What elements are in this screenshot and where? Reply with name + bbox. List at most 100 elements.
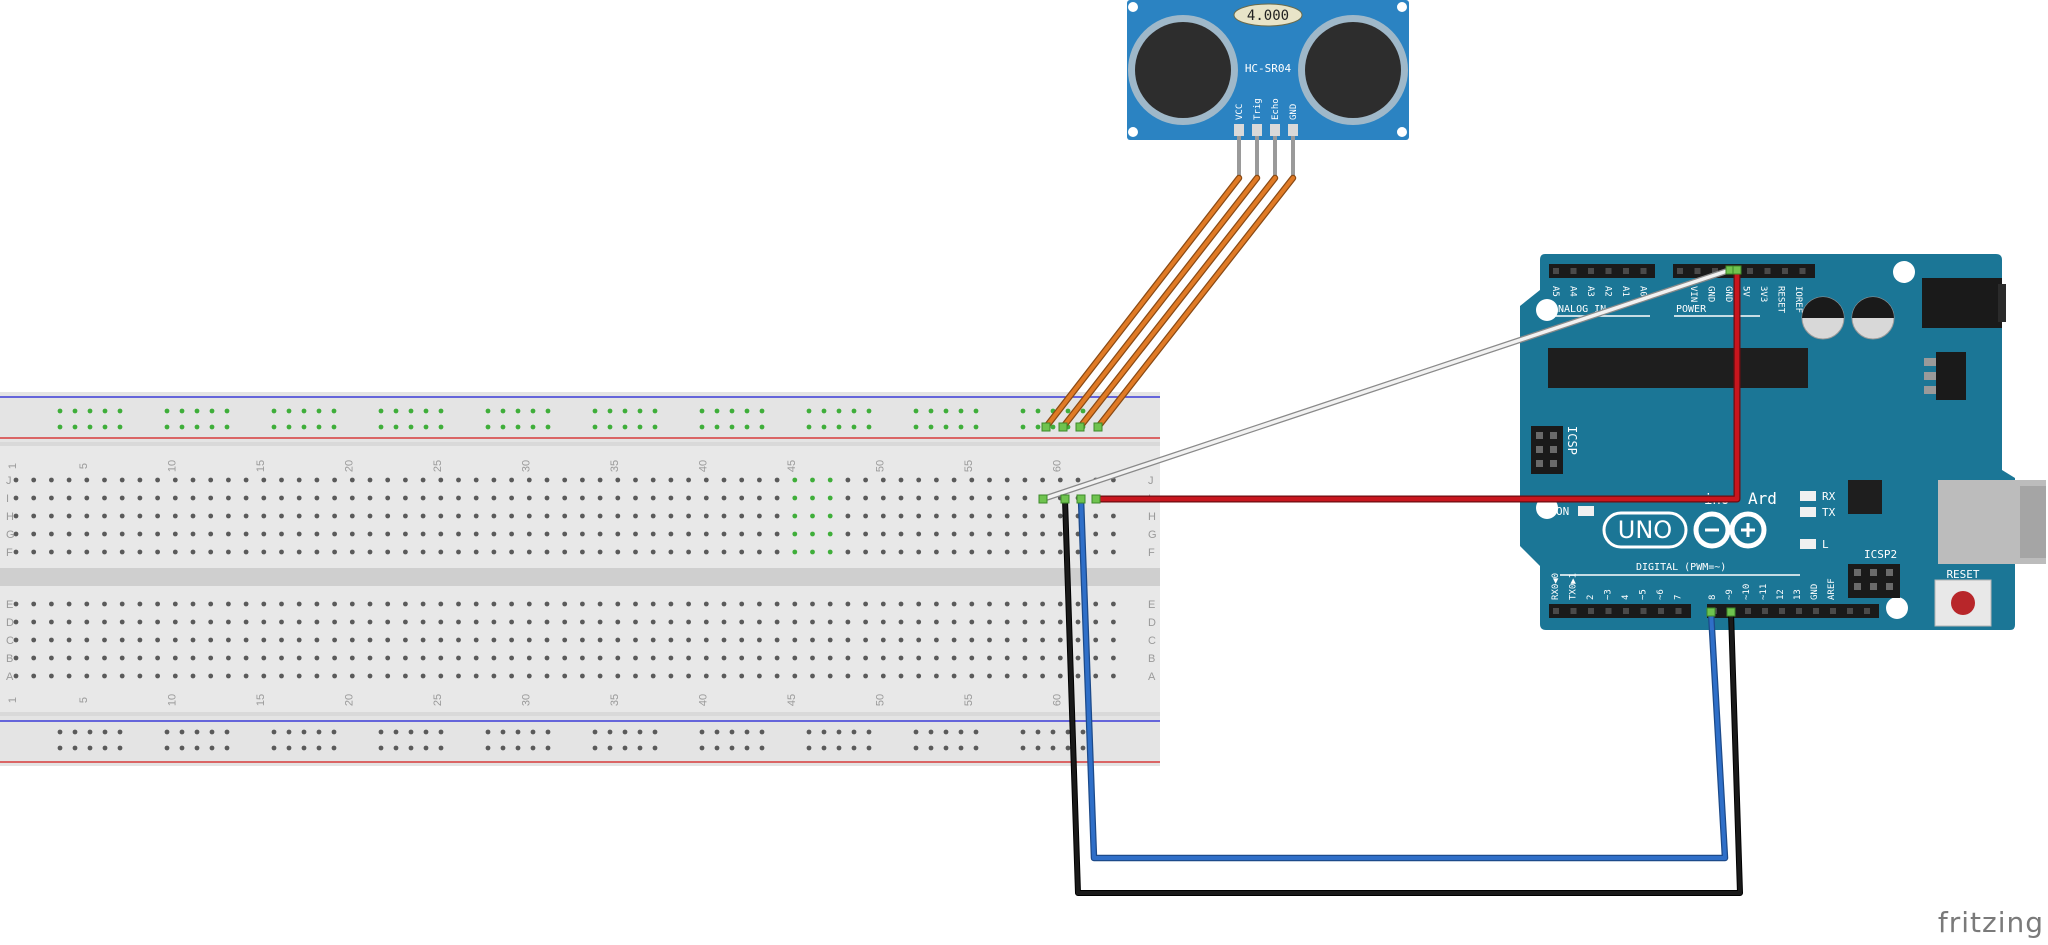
breadboard-hole — [863, 673, 868, 679]
wire-end-connector — [1091, 494, 1101, 504]
breadboard-hole — [296, 531, 302, 537]
breadboard-hole — [774, 495, 780, 501]
breadboard-hole — [934, 637, 939, 643]
breadboard-hole — [686, 619, 691, 625]
breadboard-hole — [279, 673, 284, 679]
breadboard-hole — [757, 531, 762, 537]
breadboard-hole — [721, 531, 727, 537]
breadboard-hole — [208, 637, 214, 643]
wire-end-connector — [1726, 607, 1736, 617]
breadboard-hole — [420, 601, 426, 607]
rail-hole — [652, 729, 658, 735]
breadboard-hole — [1075, 477, 1081, 483]
icsp-pin — [1550, 460, 1557, 467]
breadboard-hole — [880, 637, 886, 643]
breadboard-hole — [261, 513, 267, 519]
header-pin — [1813, 608, 1819, 614]
breadboard-hole — [226, 477, 231, 483]
breadboard-hole — [845, 601, 851, 607]
rail-hole — [866, 408, 872, 414]
pin-label: 8 — [1708, 595, 1718, 600]
breadboard-hole — [934, 477, 939, 483]
breadboard-hole — [703, 601, 709, 607]
breadboard-hole — [491, 619, 497, 625]
center-channel — [0, 568, 1160, 586]
breadboard-hole — [526, 601, 532, 607]
icsp-pin — [1536, 446, 1543, 453]
breadboard-hole — [456, 673, 461, 679]
breadboard-hole — [1004, 601, 1010, 607]
breadboard-hole — [987, 495, 992, 501]
rail-hole — [607, 408, 613, 414]
rail-hole — [729, 729, 735, 735]
row-letter-left: B — [6, 653, 13, 665]
reset-button-cap[interactable] — [1951, 591, 1975, 615]
breadboard-hole — [509, 601, 514, 607]
breadboard-hole — [13, 549, 19, 555]
breadboard-hole — [13, 619, 19, 625]
breadboard-hole — [509, 619, 514, 625]
breadboard-hole — [261, 601, 267, 607]
breadboard-hole — [1093, 601, 1099, 607]
analog-header-pins — [1553, 268, 1647, 274]
header-pin — [1677, 268, 1683, 274]
breadboard-hole — [66, 513, 72, 519]
breadboard-hole — [987, 477, 992, 483]
rail-hole — [72, 408, 78, 414]
rail-hole — [607, 424, 613, 430]
breadboard-hole — [261, 477, 267, 483]
breadboard-hole — [686, 601, 691, 607]
on-led — [1578, 506, 1594, 516]
breadboard-hole — [119, 601, 125, 607]
header-pin — [1605, 268, 1612, 274]
breadboard-hole — [987, 673, 992, 679]
breadboard-hole — [349, 673, 355, 679]
wire-end-connector — [1058, 422, 1068, 432]
breadboard-hole — [208, 495, 214, 501]
header-pin — [1553, 268, 1559, 274]
breadboard-hole — [1022, 655, 1028, 661]
sensor-mount-hole — [1128, 2, 1138, 12]
capacitor-top — [1852, 297, 1894, 318]
breadboard-hole — [403, 531, 408, 537]
breadboard-hole — [119, 637, 125, 643]
breadboard-hole — [934, 495, 939, 501]
breadboard-hole — [757, 549, 762, 555]
column-number-bottom: 25 — [432, 694, 444, 706]
rail-hole — [943, 424, 949, 430]
breadboard-hole — [1111, 655, 1116, 661]
rail-hole — [331, 729, 337, 735]
breadboard-hole — [544, 513, 550, 519]
usb-chip — [1848, 480, 1882, 514]
breadboard-hole — [739, 619, 745, 625]
breadboard-hole — [562, 513, 568, 519]
breadboard-hole — [633, 513, 638, 519]
column-number-top: 1 — [7, 463, 19, 469]
breadboard-hole — [420, 549, 426, 555]
breadboard-hole — [1057, 477, 1063, 483]
rail-hole — [958, 745, 964, 751]
rail-hole — [224, 729, 230, 735]
breadboard-hole — [951, 619, 957, 625]
breadboard-hole — [456, 655, 461, 661]
breadboard-hole — [951, 637, 957, 643]
breadboard-hole — [526, 477, 532, 483]
rail-hole — [271, 424, 277, 430]
breadboard-hole — [49, 531, 54, 537]
breadboard-hole — [279, 495, 284, 501]
breadboard-hole — [526, 637, 532, 643]
rail-hole — [301, 408, 307, 414]
wire-white-5v — [1041, 268, 1732, 501]
breadboard-hole — [296, 673, 302, 679]
pin-label: 5V — [1741, 286, 1751, 297]
column-number-bottom: 5 — [78, 697, 90, 703]
breadboard-hole — [615, 495, 621, 501]
breadboard-hole — [615, 531, 621, 537]
arduino-infinity-logo — [1693, 511, 1767, 549]
breadboard-hole — [438, 513, 444, 519]
sensor-pin-leg — [1291, 136, 1295, 178]
breadboard-hole — [739, 531, 745, 537]
breadboard-hole — [243, 477, 249, 483]
l-led — [1800, 539, 1816, 549]
rail-hole — [515, 408, 521, 414]
